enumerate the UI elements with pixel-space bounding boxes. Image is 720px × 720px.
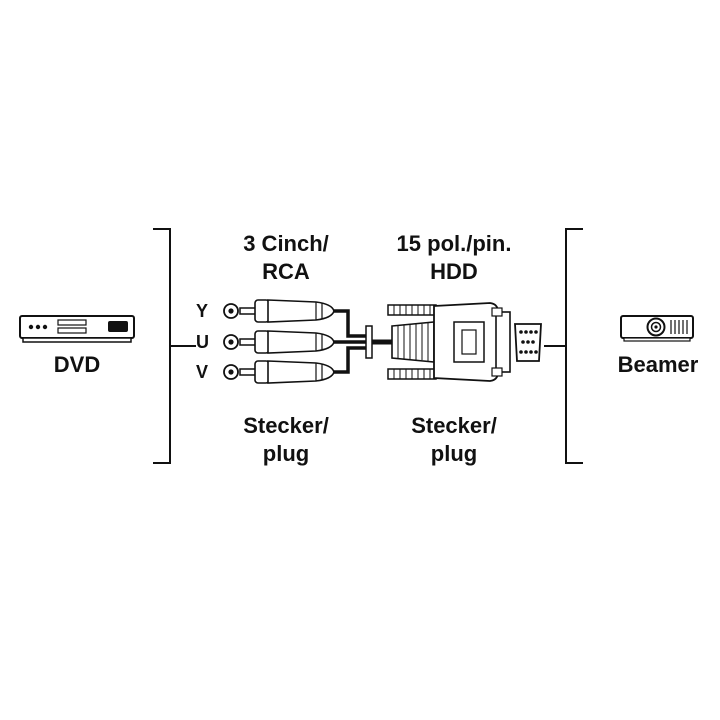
rca-header-line2: RCA: [262, 259, 310, 284]
pin-v-label: V: [196, 362, 209, 382]
left-bracket: [153, 228, 171, 464]
dvd-label: DVD: [53, 352, 101, 377]
rca-jack-v-icon: [223, 364, 239, 380]
hdd-header-line1: 15 pol./pin.: [396, 231, 512, 256]
pin-y-label: Y: [196, 301, 209, 321]
cable-sleeve: [365, 325, 373, 359]
hdd-footer-line1: Stecker/: [411, 413, 497, 438]
projector-icon: [620, 315, 694, 342]
vga-port-icon: [514, 323, 542, 362]
dvd-player-icon: [19, 315, 135, 343]
pin-u-label: U: [196, 332, 209, 352]
rca-header-line1: 3 Cinch/: [243, 231, 329, 256]
hdd-footer-line2: plug: [430, 441, 478, 466]
beamer-label: Beamer: [617, 352, 699, 377]
rca-plug-y-icon: [239, 299, 335, 323]
vga-plug-icon: [387, 302, 511, 382]
rca-footer-line1: Stecker/: [243, 413, 329, 438]
rca-plug-v-icon: [239, 360, 335, 384]
right-bracket: [565, 228, 583, 464]
rca-jack-y-icon: [223, 303, 239, 319]
hdd-header-line2: HDD: [430, 259, 478, 284]
rca-jack-u-icon: [223, 334, 239, 350]
rca-footer-line2: plug: [262, 441, 310, 466]
rca-plug-u-icon: [239, 330, 335, 354]
